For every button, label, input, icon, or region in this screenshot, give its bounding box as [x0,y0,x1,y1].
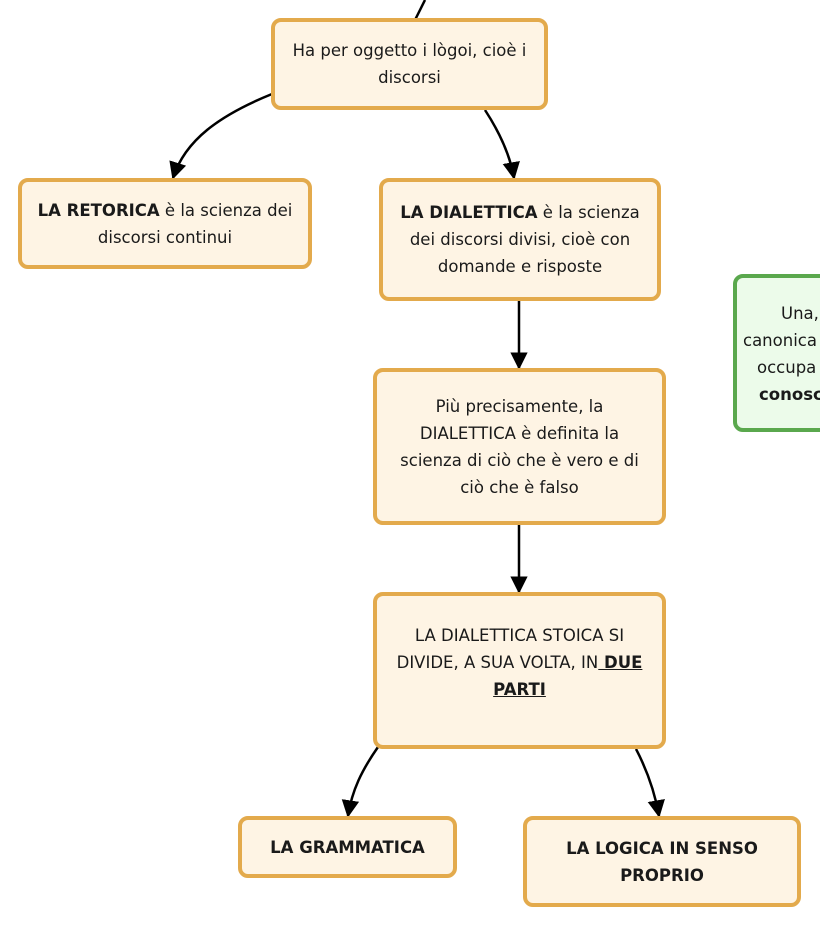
node-retorica-text: LA RETORICA è la scienza dei discorsi co… [32,197,298,251]
node-logica-text: LA LOGICA IN SENSO PROPRIO [566,838,758,885]
edge-divisione-to-grammatica [341,746,380,818]
node-side-note[interactable]: Una, canonica occupa conosc [733,274,820,432]
edge-logoi-to-retorica [169,92,273,180]
node-divisione[interactable]: LA DIALETTICA STOICA SI DIVIDE, A SUA VO… [373,592,666,749]
edge-logoi-to-dialettica [483,109,520,180]
node-retorica-bold: LA RETORICA [37,200,160,220]
side-note-line2: canonica [743,331,817,350]
node-divisione-plain: LA DIALETTICA STOICA SI DIVIDE, A SUA VO… [396,626,625,672]
node-logoi-text: Ha per oggetto i lògoi, cioè i discorsi [292,41,527,87]
side-note-line3: occupa [757,358,817,377]
node-logica[interactable]: LA LOGICA IN SENSO PROPRIO [523,816,801,907]
side-note-bold: conosc [759,385,820,404]
node-divisione-text: LA DIALETTICA STOICA SI DIVIDE, A SUA VO… [387,622,652,703]
node-side-note-lines: Una, canonica occupa conosc [743,300,820,408]
node-divisione-underlined: DUE PARTI [493,653,643,699]
node-grammatica-text: LA GRAMMATICA [270,837,425,857]
node-dialettica-rest: è la scienza dei discorsi divisi, cioè c… [409,203,640,276]
edge-divisione-to-logica [634,748,665,818]
node-grammatica[interactable]: LA GRAMMATICA [238,816,457,878]
node-retorica-rest: è la scienza dei discorsi continui [97,200,293,247]
node-retorica[interactable]: LA RETORICA è la scienza dei discorsi co… [18,178,312,269]
node-dialettica[interactable]: LA DIALETTICA è la scienza dei discorsi … [379,178,661,301]
edge-incoming-top [413,0,427,21]
node-definizione[interactable]: Più precisamente, la DIALETTICA è defini… [373,368,666,525]
node-dialettica-text: LA DIALETTICA è la scienza dei discorsi … [393,199,647,280]
node-definizione-text: Più precisamente, la DIALETTICA è defini… [400,396,639,497]
node-dialettica-bold: LA DIALETTICA [400,203,538,222]
side-note-line1: Una, [781,304,819,323]
node-logoi[interactable]: Ha per oggetto i lògoi, cioè i discorsi [271,18,548,110]
